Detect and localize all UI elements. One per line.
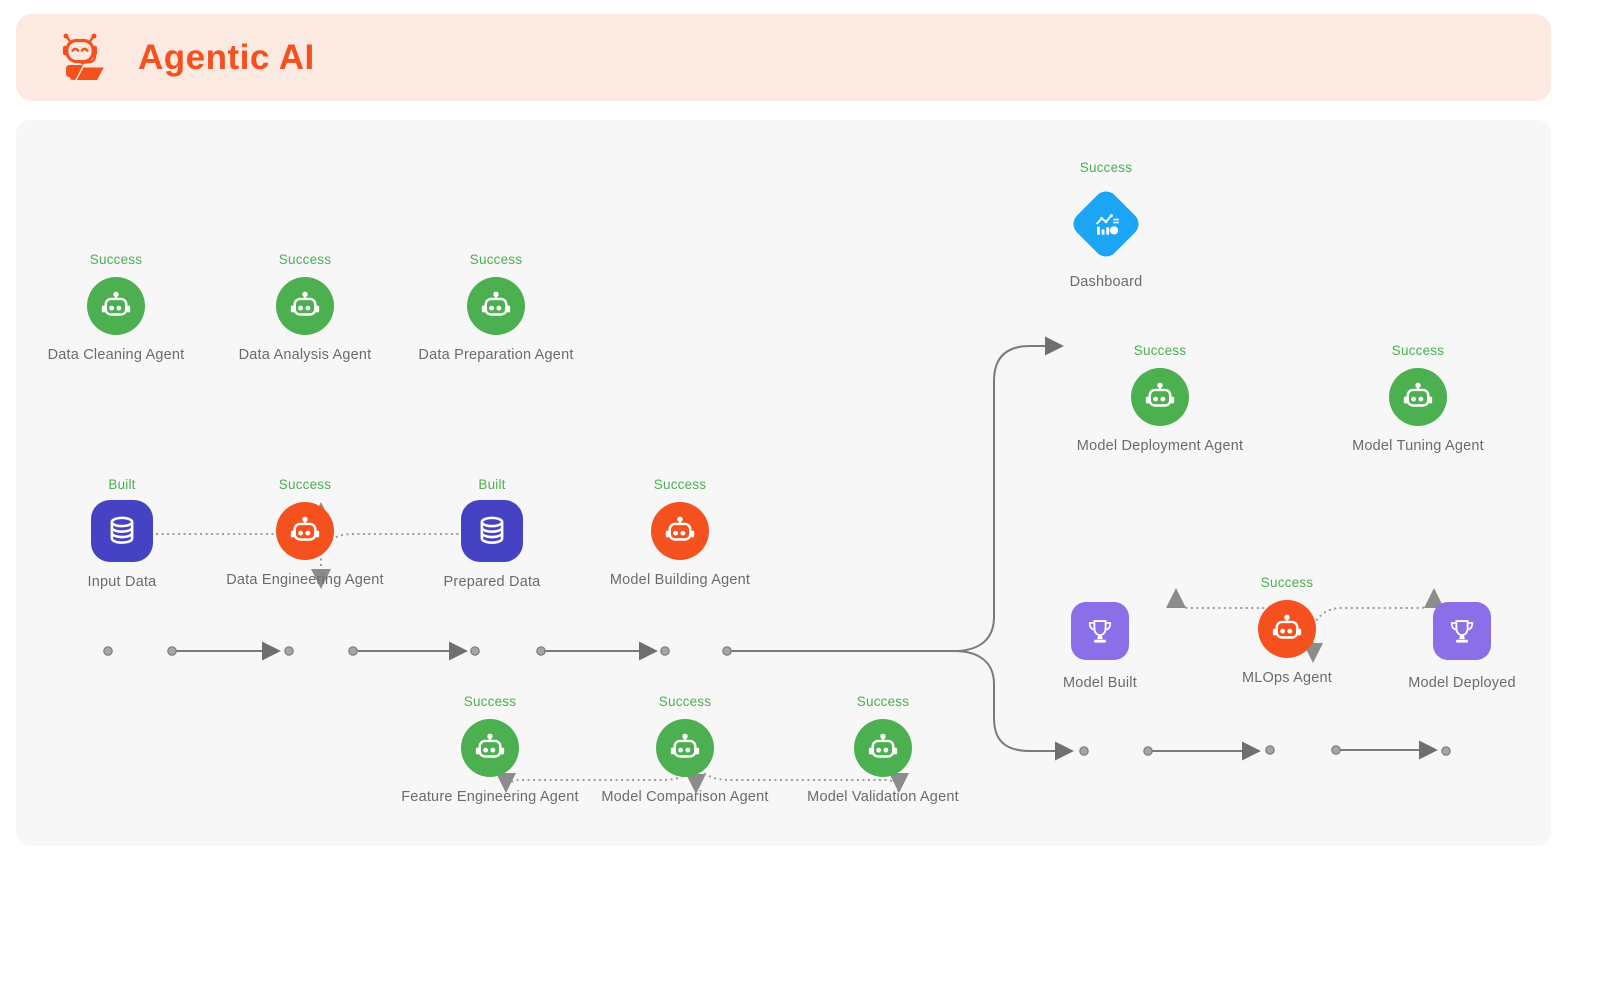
port [284, 646, 294, 656]
node-label: Data Analysis Agent [238, 347, 372, 363]
status-badge: Success [278, 252, 332, 267]
trophy-icon [1085, 616, 1115, 646]
data-preparation-agent-node[interactable] [467, 277, 525, 335]
node-label: Prepared Data [443, 574, 541, 590]
node-label: Model Building Agent [609, 572, 751, 588]
input-data-node[interactable] [91, 500, 153, 562]
node-label: Input Data [87, 574, 157, 590]
model-deployed-node[interactable] [1433, 602, 1491, 660]
port [167, 646, 177, 656]
status-badge: Success [856, 694, 910, 709]
status-badge: Success [89, 252, 143, 267]
edge-model-building-to-dashboard [727, 336, 1064, 652]
prepared-data-node[interactable] [461, 500, 523, 562]
model-tuning-agent-node[interactable] [1389, 368, 1447, 426]
robot-icon [663, 514, 697, 548]
port [722, 646, 732, 656]
robot-icon [288, 514, 322, 548]
model-comparison-agent-node[interactable] [656, 719, 714, 777]
flow-canvas[interactable] [16, 120, 1551, 846]
model-deployment-agent-node[interactable] [1131, 368, 1189, 426]
status-badge: Success [658, 694, 712, 709]
node-label: Model Validation Agent [807, 789, 959, 805]
robot-laptop-logo-icon [52, 30, 108, 86]
mlops-agent-node[interactable] [1258, 600, 1316, 658]
node-label: Model Deployment Agent [1076, 438, 1244, 454]
database-icon [474, 513, 510, 549]
data-cleaning-agent-node[interactable] [87, 277, 145, 335]
node-label: Data Cleaning Agent [47, 347, 185, 363]
data-analysis-agent-node[interactable] [276, 277, 334, 335]
database-icon [104, 513, 140, 549]
node-label: MLOps Agent [1241, 670, 1333, 686]
status-badge: Built [108, 477, 136, 492]
status-badge: Success [653, 477, 707, 492]
connector-ports [103, 646, 1451, 756]
node-label: Model Tuning Agent [1352, 438, 1484, 454]
robot-icon [1401, 380, 1435, 414]
robot-icon [288, 289, 322, 323]
model-validation-agent-node[interactable] [854, 719, 912, 777]
node-label: Model Comparison Agent [601, 789, 769, 805]
feature-engineering-agent-node[interactable] [461, 719, 519, 777]
dashboard-chart-icon [1090, 208, 1122, 240]
dotted-junction3-to-model-tuning [1312, 588, 1444, 626]
status-badge: Built [478, 477, 506, 492]
app-header: Agentic AI [16, 14, 1551, 101]
port [1441, 746, 1451, 756]
app-title: Agentic AI [138, 37, 315, 77]
model-building-agent-node[interactable] [651, 502, 709, 560]
port [103, 646, 113, 656]
robot-icon [1143, 380, 1177, 414]
node-label: Model Built [1063, 675, 1137, 691]
status-badge: Success [278, 477, 332, 492]
status-badge: Success [1260, 575, 1314, 590]
robot-icon [866, 731, 900, 765]
edges-layer [103, 336, 1451, 794]
port [536, 646, 546, 656]
status-badge: Success [1391, 343, 1445, 358]
robot-icon [479, 289, 513, 323]
robot-icon [1270, 612, 1304, 646]
port [470, 646, 480, 656]
port [660, 646, 670, 656]
data-engineering-agent-node[interactable] [276, 502, 334, 560]
node-label: Dashboard [1069, 274, 1143, 290]
status-badge: Success [463, 694, 517, 709]
node-label: Model Deployed [1408, 675, 1516, 691]
status-badge: Success [1133, 343, 1187, 358]
status-badge: Success [1079, 160, 1133, 175]
node-label: Data Engineering Agent [226, 572, 384, 588]
node-label: Feature Engineering Agent [401, 789, 579, 805]
robot-icon [668, 731, 702, 765]
model-built-node[interactable] [1071, 602, 1129, 660]
port [348, 646, 358, 656]
port [1265, 745, 1275, 755]
port [1143, 746, 1153, 756]
port [1331, 745, 1341, 755]
edge-fork-to-model-built [953, 650, 1074, 761]
port [1079, 746, 1089, 756]
trophy-icon [1447, 616, 1477, 646]
robot-icon [473, 731, 507, 765]
status-badge: Success [469, 252, 523, 267]
node-label: Data Preparation Agent [418, 347, 574, 363]
robot-icon [99, 289, 133, 323]
